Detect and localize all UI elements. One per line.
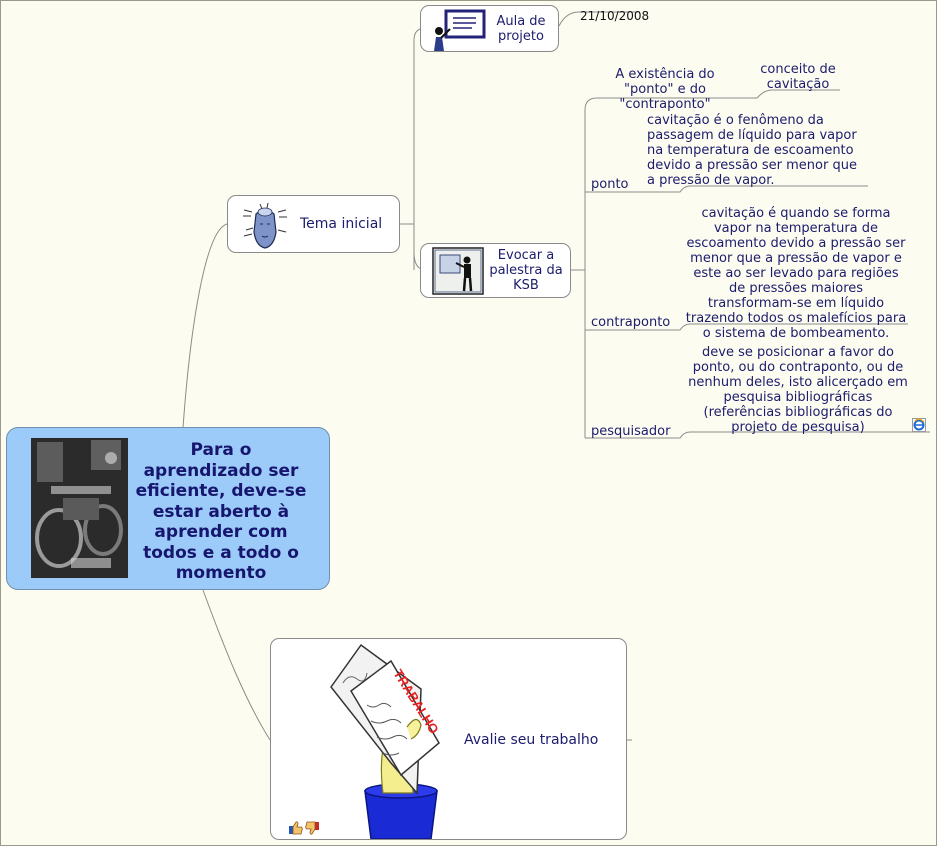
avalie-trabalho-label: Avalie seu trabalho (464, 732, 599, 748)
conceito-cavitacao-label[interactable]: conceito de cavitação (760, 62, 836, 92)
aula-projeto-node[interactable]: Aula de projeto (420, 5, 559, 52)
evocar-palestra-node[interactable]: Evocar a palestra da KSB (420, 243, 571, 298)
thinking-head-icon (238, 200, 292, 250)
existencia-label[interactable]: A existência do "ponto" e do "contrapont… (615, 67, 715, 112)
presenter-icon (432, 247, 484, 295)
root-node[interactable]: Para o aprendizado ser eficiente, deve-s… (6, 427, 330, 590)
presentation-board-icon (428, 9, 488, 51)
pesquisador-text[interactable]: deve se posicionar a favor do ponto, ou … (688, 345, 908, 435)
root-title: Para o aprendizado ser eficiente, deve-s… (135, 440, 307, 583)
ponto-text[interactable]: cavitação é o fenômeno da passagem de lí… (647, 113, 857, 188)
internet-explorer-icon[interactable] (912, 417, 926, 432)
trabalho-paper-icon: TRABALHO (321, 643, 451, 840)
tema-inicial-label: Tema inicial (300, 216, 383, 232)
evocar-palestra-label: Evocar a palestra da KSB (489, 248, 563, 293)
avalie-trabalho-node[interactable]: TRABALHO Avalie seu trabalho (270, 638, 627, 840)
aula-projeto-label: Aula de projeto (496, 14, 546, 44)
pesquisador-label[interactable]: pesquisador (591, 424, 671, 439)
aula-date: 21/10/2008 (580, 9, 650, 23)
contraponto-text[interactable]: cavitação é quando se forma vapor na tem… (685, 206, 907, 341)
contraponto-label[interactable]: contraponto (591, 315, 671, 330)
thumbs-up-down-icon[interactable] (288, 820, 320, 836)
ponto-label[interactable]: ponto (591, 177, 629, 192)
motorcycle-photo (31, 438, 128, 578)
tema-inicial-node[interactable]: Tema inicial (227, 195, 400, 253)
